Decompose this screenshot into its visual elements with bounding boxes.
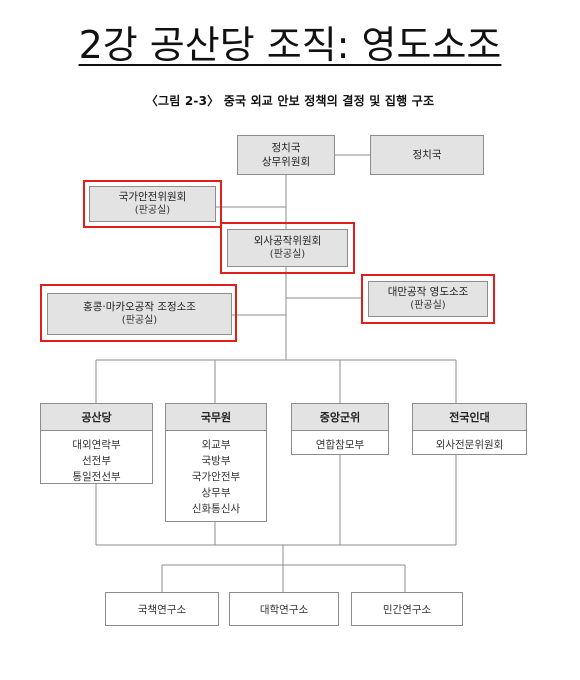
list-item: 대외연락부: [72, 439, 121, 451]
list-item: 외사전문위원회: [435, 439, 504, 451]
list-item: 상무부: [201, 487, 231, 499]
column-military-commission: 중앙군위 연합참모부: [291, 403, 389, 455]
standing-committee-line2: 상무위원회: [261, 156, 311, 168]
column-npc-head: 전국인대: [413, 404, 526, 431]
highlight-hk-macau: [40, 284, 237, 342]
foreign-affairs-commission-box: 외사공작위원회 (판공실): [227, 229, 348, 267]
column-party-head: 공산당: [41, 404, 152, 431]
column-npc: 전국인대 외사전문위원회: [412, 403, 527, 455]
foreign-affairs-commission-name: 외사공작위원회: [253, 235, 322, 247]
hk-macau-group-note: (판공실): [121, 315, 158, 326]
column-military-commission-items: 연합참모부: [292, 431, 388, 453]
standing-committee-box: 정치국 상무위원회: [237, 135, 335, 175]
taiwan-leading-group-name: 대만공작 영도소조: [387, 286, 469, 298]
standing-committee-line1: 정치국: [271, 142, 301, 154]
column-party: 공산당 대외연락부 선전부 통일전선부: [40, 403, 153, 484]
column-state-council-items: 외교부 국방부 국가안전부 상무부 신화통신사: [166, 431, 266, 517]
institute-university: 대학연구소: [229, 592, 339, 626]
institute-national: 국책연구소: [105, 592, 219, 626]
institute-private: 민간연구소: [351, 592, 463, 626]
slide-title-text: 2강 공산당 조직: 영도소조: [78, 23, 502, 67]
column-state-council-head: 국무원: [166, 404, 266, 431]
hk-macau-group-name: 홍콩·마카오공작 조정소조: [83, 301, 196, 313]
highlight-national-security: [83, 180, 222, 228]
hk-macau-group-box: 홍콩·마카오공작 조정소조 (판공실): [47, 293, 232, 335]
national-security-commission-name: 국가안전위원회: [118, 191, 187, 203]
taiwan-leading-group-note: (판공실): [410, 300, 446, 311]
list-item: 신화통신사: [191, 503, 241, 515]
column-military-commission-head: 중앙군위: [292, 404, 388, 431]
taiwan-leading-group-box: 대만공작 영도소조 (판공실): [368, 281, 488, 317]
highlight-taiwan: [361, 274, 495, 324]
figure-caption: 〈그림 2-3〉 중국 외교 안보 정책의 결정 및 집행 구조: [145, 94, 435, 108]
list-item: 국가안전부: [191, 471, 241, 483]
highlight-foreign-affairs: [220, 222, 355, 274]
list-item: 연합참모부: [315, 439, 365, 451]
slide-title: 2강 공산당 조직: 영도소조: [0, 22, 580, 68]
national-security-commission-box: 국가안전위원회 (판공실): [89, 186, 216, 222]
column-party-items: 대외연락부 선전부 통일전선부: [41, 431, 152, 485]
list-item: 통일전선부: [72, 471, 121, 483]
foreign-affairs-commission-note: (판공실): [269, 249, 306, 260]
politburo-label: 정치국: [412, 149, 442, 161]
national-security-commission-note: (판공실): [134, 205, 171, 216]
politburo-box: 정치국: [370, 135, 484, 175]
list-item: 국방부: [201, 455, 231, 467]
column-state-council: 국무원 외교부 국방부 국가안전부 상무부 신화통신사: [165, 403, 267, 522]
list-item: 외교부: [201, 439, 231, 451]
list-item: 선전부: [82, 455, 111, 467]
column-npc-items: 외사전문위원회: [413, 431, 526, 453]
